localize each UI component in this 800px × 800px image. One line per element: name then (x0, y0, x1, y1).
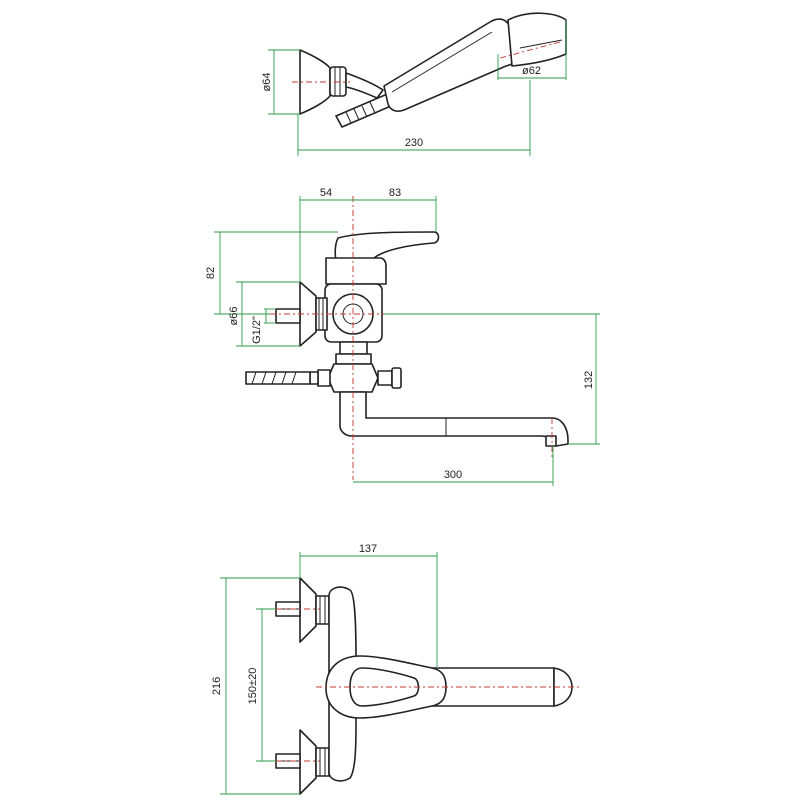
label-hand-shower-head-diameter: ø62 (522, 65, 541, 77)
label-hand-shower-mount-diameter: ø64 (261, 73, 273, 92)
side-view: 54 83 82 ø66 G1/2" 132 300 (205, 187, 600, 486)
label-inlet-thread: G1/2" (251, 316, 263, 344)
label-spout-drop: 132 (583, 371, 595, 389)
label-total-height: 216 (211, 677, 223, 695)
label-spout-reach: 300 (444, 469, 462, 481)
hand-shower-view: ø64 ø62 230 (261, 12, 567, 156)
label-hand-shower-length: 230 (405, 137, 423, 149)
label-inlet-centres: 150±20 (247, 668, 259, 705)
label-lever-height: 82 (205, 267, 217, 279)
label-lever-length: 83 (389, 187, 401, 199)
top-view: 137 216 150±20 (211, 543, 580, 795)
label-lever-offset: 54 (320, 187, 332, 199)
label-top-width: 137 (359, 543, 377, 555)
label-eccentric-diameter: ø66 (228, 307, 240, 326)
